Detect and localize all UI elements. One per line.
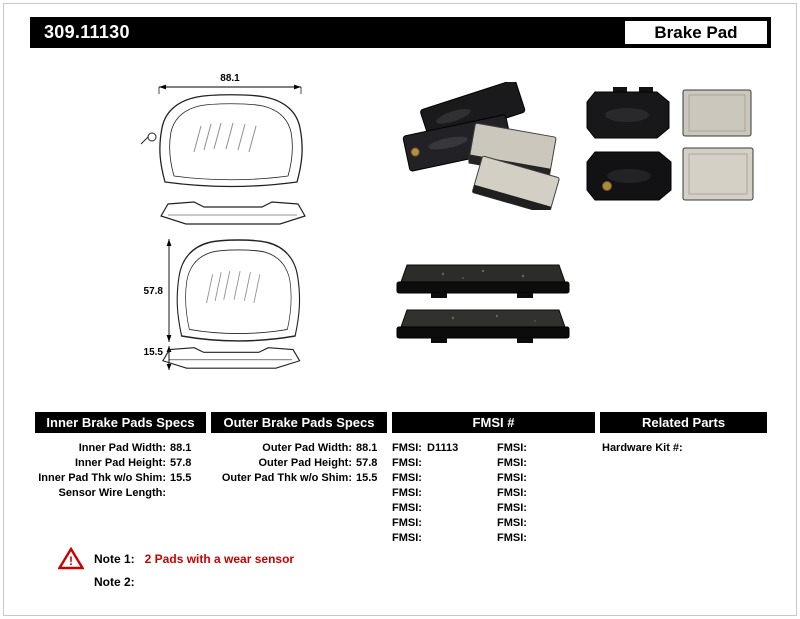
spec-label: Sensor Wire Length: — [58, 486, 166, 499]
note-1: Note 1: 2 Pads with a wear sensor — [94, 552, 294, 566]
fmsi-label: FMSI: — [392, 531, 422, 544]
note2-label: Note 2: — [94, 575, 135, 589]
spec-row: Inner Pad Height: 57.8 — [35, 455, 206, 470]
fmsi-label: FMSI: — [497, 516, 527, 529]
svg-text:!: ! — [69, 554, 73, 568]
fmsi-rows: FMSI: D1113 FMSI: FMSI: FMSI: FMSI: FMSI… — [392, 440, 595, 545]
fmsi-label: FMSI: — [497, 441, 527, 454]
technical-drawing: 88.1 57.8 15.5 — [140, 73, 306, 370]
spec-value: 88.1 — [170, 441, 192, 454]
spec-value: 57.8 — [170, 456, 192, 469]
spec-value: 15.5 — [170, 471, 192, 484]
fmsi-label: FMSI: — [392, 486, 422, 499]
fmsi-row: FMSI: D1113 FMSI: — [392, 440, 595, 455]
spec-value: 15.5 — [356, 471, 378, 484]
fmsi-label: FMSI: — [392, 471, 422, 484]
spec-label: Hardware Kit #: — [602, 441, 683, 454]
inner-specs-rows: Inner Pad Width: 88.1 Inner Pad Height: … — [35, 440, 206, 500]
spec-row: Hardware Kit #: — [602, 440, 767, 455]
part-number: 309.11130 — [44, 22, 130, 42]
inner-specs-header: Inner Brake Pads Specs — [35, 412, 206, 433]
spec-value: 57.8 — [356, 456, 378, 469]
spec-label: Inner Pad Width: — [78, 441, 166, 454]
fmsi-label: FMSI: — [392, 501, 422, 514]
width-dimension-label: 88.1 — [220, 73, 240, 84]
fmsi-label: FMSI: — [497, 456, 527, 469]
product-type-badge: Brake Pad — [625, 21, 767, 44]
related-parts-rows: Hardware Kit #: — [602, 440, 767, 455]
photo-pads-side — [396, 264, 570, 343]
fmsi-label: FMSI: — [497, 531, 527, 544]
spec-row: Sensor Wire Length: — [35, 485, 206, 500]
thickness-dimension-label: 15.5 — [144, 347, 164, 358]
outer-specs-rows: Outer Pad Width: 88.1 Outer Pad Height: … — [211, 440, 387, 485]
note1-text: 2 Pads with a wear sensor — [144, 552, 295, 566]
fmsi-label: FMSI: — [497, 486, 527, 499]
header-bar: 309.11130 Brake Pad — [30, 17, 771, 48]
spec-row: Inner Pad Width: 88.1 — [35, 440, 206, 455]
spec-label: Outer Pad Height: — [258, 456, 352, 469]
fmsi-row: FMSI: FMSI: — [392, 530, 595, 545]
photo-pads-angled — [402, 82, 560, 210]
spec-label: Inner Pad Height: — [74, 456, 166, 469]
warning-icon: ! — [57, 546, 85, 575]
spec-row: Outer Pad Thk w/o Shim: 15.5 — [211, 470, 387, 485]
fmsi-row: FMSI: FMSI: — [392, 455, 595, 470]
spec-row: Inner Pad Thk w/o Shim: 15.5 — [35, 470, 206, 485]
spec-label: Inner Pad Thk w/o Shim: — [38, 471, 166, 484]
fmsi-label: FMSI: — [497, 471, 527, 484]
fmsi-value: D1113 — [427, 441, 459, 454]
spec-value: 88.1 — [356, 441, 378, 454]
fmsi-label: FMSI: — [497, 501, 527, 514]
note1-label: Note 1: — [94, 552, 135, 566]
photo-pads-grid — [586, 87, 754, 201]
fmsi-label: FMSI: — [392, 456, 422, 469]
fmsi-row: FMSI: FMSI: — [392, 515, 595, 530]
related-parts-header: Related Parts — [600, 412, 767, 433]
fmsi-row: FMSI: FMSI: — [392, 470, 595, 485]
spec-row: Outer Pad Width: 88.1 — [211, 440, 387, 455]
fmsi-header: FMSI # — [392, 412, 595, 433]
fmsi-label: FMSI: — [392, 516, 422, 529]
fmsi-label: FMSI: — [392, 441, 422, 454]
spec-label: Outer Pad Width: — [262, 441, 352, 454]
outer-specs-header: Outer Brake Pads Specs — [211, 412, 387, 433]
spec-label: Outer Pad Thk w/o Shim: — [221, 471, 352, 484]
height-dimension-label: 57.8 — [144, 286, 164, 297]
spec-row: Outer Pad Height: 57.8 — [211, 455, 387, 470]
fmsi-row: FMSI: FMSI: — [392, 485, 595, 500]
note-2: Note 2: — [94, 575, 145, 589]
fmsi-row: FMSI: FMSI: — [392, 500, 595, 515]
